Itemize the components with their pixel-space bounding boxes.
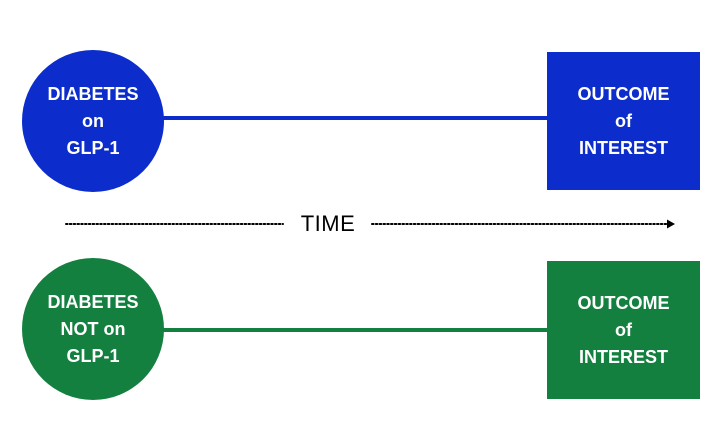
exposed-outcome-label-line-3: INTEREST xyxy=(578,137,668,158)
exposed-outcome-label-line-2: of xyxy=(615,110,632,131)
arrow-right-icon xyxy=(667,219,675,229)
exposed-outcome-node: OUTCOME of INTEREST xyxy=(547,52,700,190)
exposed-group-label-line-1: DIABETES xyxy=(47,83,139,104)
unexposed-group-label-line-3: GLP-1 xyxy=(66,345,120,366)
time-axis-arrow xyxy=(65,219,675,229)
unexposed-group-node: DIABETES NOT on GLP-1 xyxy=(22,258,164,400)
exposed-outcome-label-line-1: OUTCOME xyxy=(577,83,670,104)
unexposed-outcome-label-line-1: OUTCOME xyxy=(577,292,670,313)
unexposed-group-label-line-2: NOT on xyxy=(60,318,126,339)
unexposed-outcome-label-line-2: of xyxy=(615,319,632,340)
exposed-group-label-line-3: GLP-1 xyxy=(66,137,120,158)
exposed-group-node: DIABETES on GLP-1 xyxy=(22,50,164,192)
unexposed-outcome-node: OUTCOME of INTEREST xyxy=(547,261,700,399)
exposed-group-label-line-2: on xyxy=(82,110,104,131)
time-axis-label: TIME xyxy=(300,211,356,236)
bottom-connector-line xyxy=(160,328,550,332)
unexposed-outcome-label-line-3: INTEREST xyxy=(578,346,668,367)
time-axis: TIME xyxy=(0,208,727,240)
unexposed-group-label-line-1: DIABETES xyxy=(47,291,139,312)
top-connector-line xyxy=(160,116,550,120)
